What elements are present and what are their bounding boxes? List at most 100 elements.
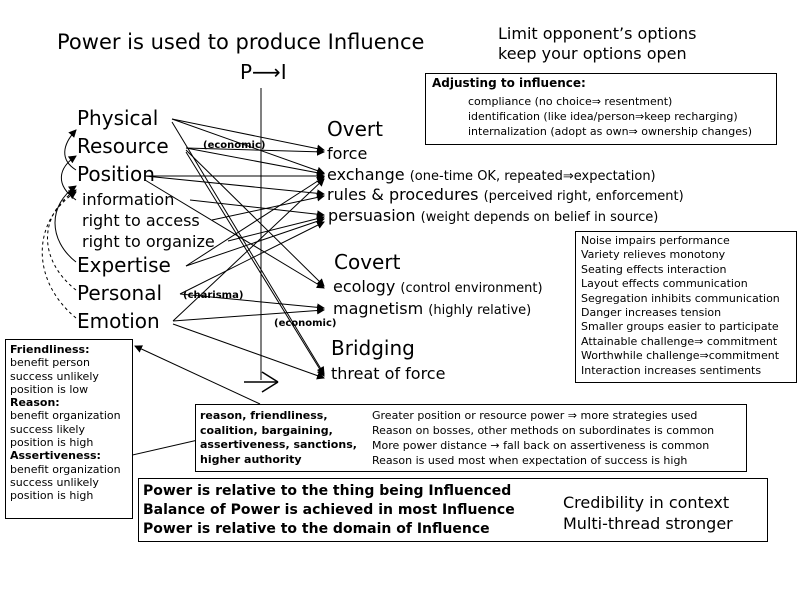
connector-personal-magnetism bbox=[179, 293, 325, 312]
connector-resource-force bbox=[185, 147, 325, 156]
options-note-line2: keep your options open bbox=[498, 44, 687, 63]
options-note: Limit opponent’s options keep your optio… bbox=[498, 24, 696, 64]
environment-box: Noise impairs performance Variety reliev… bbox=[575, 231, 797, 383]
connector-emotion-magnetism bbox=[172, 306, 325, 322]
adjusting-list: compliance (no choice⇒ resentment) ident… bbox=[468, 94, 752, 139]
strategy-note: More power distance → fall back on asser… bbox=[372, 439, 710, 452]
method-magnetism: magnetism bbox=[333, 299, 424, 318]
method-covert: Covert bbox=[334, 250, 401, 274]
adjusting-heading: Adjusting to influence: bbox=[432, 76, 586, 90]
connector-access-rules bbox=[211, 193, 325, 221]
adjusting-item: identification (like idea/person⇒keep re… bbox=[468, 110, 738, 123]
curve-emotion-to-position bbox=[41, 191, 77, 319]
adjusting-item: internalization (adopt as own⇒ ownership… bbox=[468, 125, 752, 138]
source-resource: Resource bbox=[77, 134, 169, 158]
p-to-i-label: P⟶I bbox=[240, 60, 287, 84]
environment-item: Layout effects communication bbox=[581, 277, 748, 291]
method-persuasion-note: (weight depends on belief in source) bbox=[420, 210, 659, 225]
summary-line: Power is relative to the thing being Inf… bbox=[143, 483, 512, 499]
environment-item: Seating effects interaction bbox=[581, 262, 727, 276]
tactic-reason-label: Reason: bbox=[10, 396, 60, 410]
tactic-line: position is low bbox=[10, 382, 89, 396]
tactic-friendliness-label: Friendliness: bbox=[10, 343, 90, 356]
summary-box: Power is relative to the thing being Inf… bbox=[138, 478, 768, 542]
connector-expertise-exchange bbox=[185, 176, 325, 267]
strategy-item: reason, friendliness, bbox=[200, 409, 328, 422]
method-ecology: ecology bbox=[333, 277, 396, 296]
charisma-label: (charisma) bbox=[183, 290, 244, 301]
connector-personal-persuasion bbox=[179, 221, 325, 295]
connector-expertise-persuasion bbox=[185, 217, 325, 267]
summary-lines: Power is relative to the thing being Inf… bbox=[143, 482, 515, 539]
source-expertise: Expertise bbox=[77, 253, 171, 277]
connector-emotion-threat bbox=[172, 323, 325, 380]
tactic-line: benefit person bbox=[10, 356, 90, 370]
tactics-box: Friendliness: benefit person success unl… bbox=[5, 339, 133, 519]
method-overt: Overt bbox=[327, 117, 383, 141]
connector-strategies-friendliness bbox=[134, 345, 261, 405]
method-force: force bbox=[327, 144, 368, 163]
tactics-list: Friendliness: benefit person success unl… bbox=[10, 343, 121, 503]
environment-item: Segregation inhibits communication bbox=[581, 291, 780, 305]
strategy-note: Reason on bosses, other methods on subor… bbox=[372, 424, 715, 437]
environment-item: Interaction increases sentiments bbox=[581, 363, 762, 377]
economic-label-top: (economic) bbox=[203, 140, 266, 151]
tactic-line: benefit organization bbox=[10, 462, 121, 476]
strategies-box: reason, friendliness, coalition, bargain… bbox=[195, 404, 747, 472]
tactic-line: position is high bbox=[10, 436, 94, 450]
method-threat: threat of force bbox=[331, 364, 446, 383]
connector-organize-persuasion bbox=[227, 214, 325, 242]
source-physical: Physical bbox=[77, 106, 159, 130]
method-rules-row: rules & procedures (perceived right, enf… bbox=[327, 185, 684, 204]
connector-position-rules bbox=[144, 175, 325, 198]
environment-item: Variety relieves monotony bbox=[581, 248, 726, 262]
strategy-item: higher authority bbox=[200, 452, 302, 466]
method-magnetism-note: (highly relative) bbox=[428, 303, 532, 318]
tactic-line: success unlikely bbox=[10, 369, 99, 383]
page-title: Power is used to produce Influence bbox=[57, 30, 425, 54]
position-sub-access: right to access bbox=[82, 211, 200, 230]
source-personal: Personal bbox=[77, 281, 163, 305]
method-ecology-note: (control environment) bbox=[400, 281, 543, 296]
summary-line: Power is relative to the domain of Influ… bbox=[143, 521, 490, 537]
method-persuasion: persuasion bbox=[328, 206, 416, 225]
tactic-line: success likely bbox=[10, 422, 85, 436]
environment-item: Noise impairs performance bbox=[581, 234, 730, 247]
source-position: Position bbox=[77, 162, 155, 186]
method-persuasion-row: persuasion (weight depends on belief in … bbox=[328, 206, 658, 225]
tactic-line: success unlikely bbox=[10, 475, 99, 489]
tactic-line: benefit organization bbox=[10, 409, 121, 423]
source-emotion: Emotion bbox=[77, 309, 160, 333]
curve-personal-to-position bbox=[47, 189, 77, 291]
environment-item: Worthwhile challenge⇒commitment bbox=[581, 349, 780, 363]
tactic-line: position is high bbox=[10, 489, 94, 503]
method-bridging: Bridging bbox=[331, 336, 415, 360]
method-ecology-row: ecology (control environment) bbox=[333, 277, 543, 296]
environment-item: Danger increases tension bbox=[581, 306, 722, 320]
connector-position-ecology bbox=[144, 179, 325, 289]
strategy-notes: Greater position or resource power ⇒ mor… bbox=[372, 408, 714, 468]
connector-info-persuasion bbox=[189, 199, 325, 219]
summary-line: Balance of Power is achieved in most Inf… bbox=[143, 502, 515, 518]
connector-resource-threat bbox=[185, 151, 325, 377]
position-sub-information: information bbox=[82, 190, 175, 209]
summary-right-line: Multi-thread stronger bbox=[563, 514, 733, 533]
options-note-line1: Limit opponent’s options bbox=[498, 24, 697, 43]
environment-item: Smaller groups easier to participate bbox=[581, 320, 779, 334]
connector-resource-exchange bbox=[185, 147, 325, 177]
economic-label-bottom: (economic) bbox=[274, 318, 337, 329]
connector-emotion-exchange bbox=[172, 178, 325, 322]
strategy-item: assertiveness, sanctions, bbox=[200, 438, 357, 451]
environment-list: Noise impairs performance Variety reliev… bbox=[581, 234, 780, 378]
adjusting-item: compliance (no choice⇒ resentment) bbox=[468, 95, 673, 108]
strategies-list: reason, friendliness, coalition, bargain… bbox=[200, 409, 357, 467]
curve-resource-to-physical bbox=[64, 129, 77, 171]
connector-resource-ecology bbox=[185, 149, 325, 287]
method-rules-note: (perceived right, enforcement) bbox=[483, 189, 684, 204]
connector-physical-force bbox=[171, 118, 325, 153]
summary-right-line: Credibility in context bbox=[563, 493, 730, 512]
method-exchange-row: exchange (one-time OK, repeated⇒expectat… bbox=[327, 165, 656, 184]
tactic-assertiveness-label: Assertiveness: bbox=[10, 449, 101, 463]
